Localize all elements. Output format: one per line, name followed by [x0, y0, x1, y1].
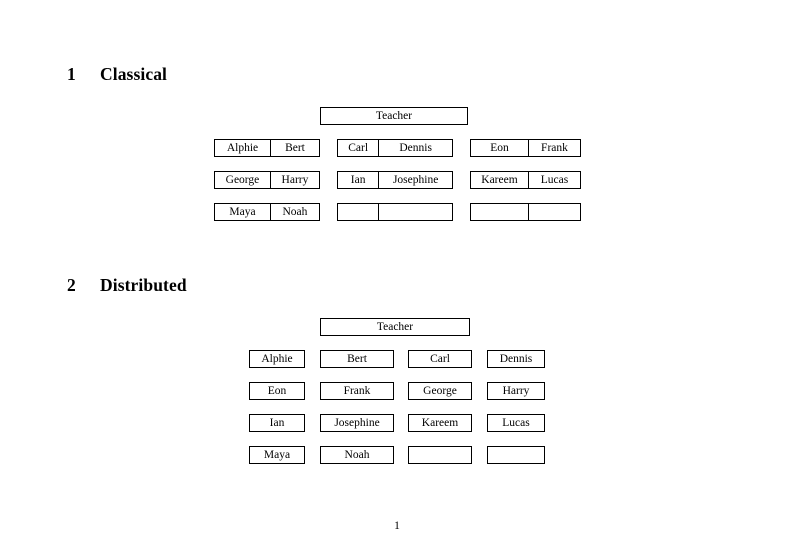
classical-group3-row1: Eon Frank: [470, 139, 581, 157]
student-cell: Alphie: [261, 352, 293, 365]
distributed-box: Noah: [320, 446, 394, 464]
student-cell: Noah: [344, 448, 370, 461]
distributed-box: Dennis: [487, 350, 545, 368]
section-heading-classical: 1 Classical: [67, 64, 167, 85]
classical-group2-row3: [337, 203, 453, 221]
classical-group1-row1: Alphie Bert: [214, 139, 320, 157]
student-cell: Frank: [343, 384, 371, 397]
student-cell: Dennis: [499, 352, 533, 365]
distributed-box: Kareem: [408, 414, 472, 432]
section-title: Classical: [100, 64, 168, 84]
student-cell: Ian: [269, 416, 285, 429]
student-cell: Alphie: [226, 141, 259, 154]
student-cell: Maya: [229, 205, 256, 218]
distributed-box: Lucas: [487, 414, 545, 432]
distributed-box: Harry: [487, 382, 545, 400]
student-cell-empty: [527, 204, 580, 220]
student-cell-empty: [488, 447, 544, 463]
student-cell: Carl: [348, 141, 369, 154]
distributed-box: George: [408, 382, 472, 400]
student-cell: Josephine: [378, 172, 452, 188]
classical-group1-row2: George Harry: [214, 171, 320, 189]
classical-group3-row2: Kareem Lucas: [470, 171, 581, 189]
student-cell: Dennis: [378, 140, 452, 156]
distributed-box: Ian: [249, 414, 305, 432]
classical-teacher-box: Teacher: [320, 107, 468, 125]
distributed-box: Alphie: [249, 350, 305, 368]
distributed-box: Maya: [249, 446, 305, 464]
student-cell: Harry: [269, 172, 319, 188]
distributed-teacher-box: Teacher: [320, 318, 470, 336]
student-cell: Ian: [350, 173, 366, 186]
distributed-box: Carl: [408, 350, 472, 368]
student-cell: George: [423, 384, 457, 397]
student-cell: Maya: [263, 448, 291, 461]
student-cell: Eon: [267, 384, 287, 397]
student-cell: George: [225, 173, 260, 186]
classical-group3-row3: [470, 203, 581, 221]
classical-group1-row3: Maya Noah: [214, 203, 320, 221]
student-cell: Bert: [347, 352, 367, 365]
student-cell: Bert: [269, 140, 319, 156]
classical-teacher-label: Teacher: [375, 109, 413, 122]
student-cell: Carl: [430, 352, 450, 365]
student-cell: Josephine: [334, 416, 380, 429]
distributed-box: Frank: [320, 382, 394, 400]
section-number: 2: [67, 275, 76, 295]
page-number: 1: [394, 520, 400, 532]
student-cell-empty: [471, 204, 528, 220]
classical-group2-row1: Carl Dennis: [337, 139, 453, 157]
distributed-box-empty: [408, 446, 472, 464]
student-cell: Eon: [490, 141, 509, 154]
distributed-box-empty: [487, 446, 545, 464]
student-cell: Kareem: [421, 416, 459, 429]
student-cell: Frank: [527, 140, 580, 156]
distributed-box: Josephine: [320, 414, 394, 432]
section-number: 1: [67, 64, 76, 84]
student-cell: Lucas: [527, 172, 580, 188]
student-cell-empty: [409, 447, 471, 463]
student-cell: Kareem: [481, 173, 518, 186]
student-cell: Harry: [502, 384, 530, 397]
classical-group2-row2: Ian Josephine: [337, 171, 453, 189]
student-cell-empty: [378, 204, 452, 220]
section-heading-distributed: 2 Distributed: [67, 275, 187, 296]
student-cell: Noah: [269, 204, 319, 220]
distributed-box: Bert: [320, 350, 394, 368]
distributed-box: Eon: [249, 382, 305, 400]
section-title: Distributed: [100, 275, 187, 295]
distributed-teacher-label: Teacher: [376, 320, 414, 333]
student-cell-empty: [338, 204, 378, 220]
student-cell: Lucas: [502, 416, 530, 429]
